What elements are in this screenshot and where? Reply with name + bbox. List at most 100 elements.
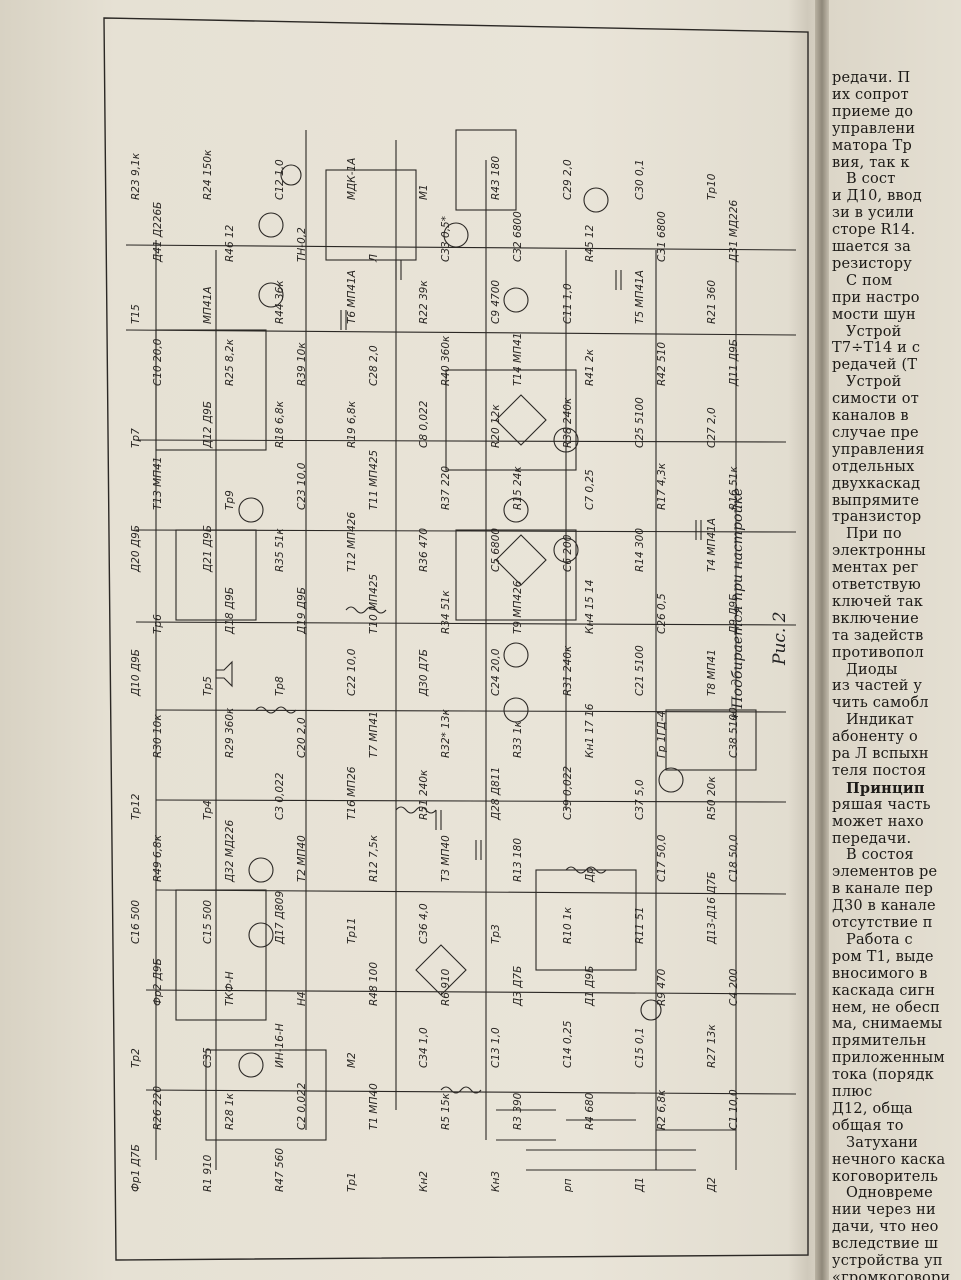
component-label: C31 6800 (656, 211, 668, 262)
body-text-line: Устрой (846, 374, 902, 391)
component-label: R35 51к (274, 528, 286, 572)
component-label: T9 МП426 (512, 580, 524, 634)
body-text-line: нечного каска (832, 1151, 946, 1168)
body-text-line: ма, снимаемы (832, 1016, 943, 1033)
component-label: Тр8 (274, 676, 286, 696)
component-label: Тр9 (224, 490, 236, 510)
component-label: R27 13к (706, 1024, 718, 1068)
component-label: R20 12к (490, 404, 502, 448)
component-label: R26 220 (152, 1085, 164, 1130)
body-text-line: передачи. (832, 830, 912, 847)
body-text-line: ответствую (832, 577, 921, 593)
body-text-line: случае пре (832, 424, 919, 441)
component-label: C2 0,022 (296, 1082, 308, 1130)
component-label: C7 0,25 (584, 469, 596, 510)
component-label: C39 0,022 (562, 765, 574, 820)
component-label: C22 10,0 (346, 648, 358, 696)
body-text-line: Т7÷Т14 и с (832, 340, 921, 357)
component-label: Др (584, 867, 596, 882)
component-label: C20 2,0 (296, 717, 308, 758)
body-text-line: резистору (832, 255, 912, 272)
body-text-line: нии через ни (832, 1202, 936, 1219)
component-label: C18 50,0 (728, 834, 740, 882)
component-label: R14 300 (634, 527, 646, 572)
component-label: C33 0,5* (440, 216, 452, 262)
component-label: R34 51к (440, 590, 452, 634)
component-label: Н4 (296, 991, 308, 1006)
body-text-line: шается за (832, 239, 911, 255)
component-label: Д3 Д7Б (512, 965, 524, 1006)
component-label: Д18 Д9Б (224, 587, 236, 634)
body-text-line: редачи. П (832, 70, 911, 86)
component-label: R36 470 (418, 527, 430, 572)
component-label: C21 5100 (634, 645, 646, 696)
body-text-line: включение (832, 610, 919, 627)
component-label: Тр12 (130, 793, 142, 820)
component-label: R3 390 (512, 1092, 524, 1130)
component-label: Д2 (706, 1177, 718, 1192)
figure-caption: Рис. 2 (770, 611, 790, 665)
component-label: Тр11 (346, 917, 358, 944)
component-label: C27 2,0 (706, 407, 718, 448)
body-text-line: ментах рег (832, 560, 919, 577)
component-label: T13 МП41 (152, 456, 164, 510)
component-label: Д12 Д9Б (202, 401, 214, 448)
book-gutter (815, 0, 829, 1280)
body-text-line: отдельных (832, 458, 915, 475)
body-text-line: из частей у (832, 678, 923, 695)
body-text-line: двухкаскад (832, 475, 921, 492)
component-label: C6 200 (562, 534, 574, 572)
component-label: Кн1 17 16 (584, 703, 596, 758)
component-label: T6 МП41А (346, 270, 358, 324)
component-label: C15 0,1 (634, 1027, 646, 1068)
component-label: R21 360 (706, 279, 718, 324)
body-text-line: ра Л вспыхн (832, 746, 929, 762)
component-label: R41 2к (584, 348, 596, 386)
schematic-wiring (103, 17, 809, 1261)
body-text-line: может нахо (832, 813, 924, 830)
component-label: C9 4700 (490, 279, 502, 324)
component-label: T3 МП40 (440, 835, 452, 882)
body-text-line: вследствие ш (832, 1236, 939, 1253)
component-label: Тр6 (152, 614, 164, 634)
component-label: R10 1к (562, 906, 574, 944)
component-label: T7 МП41 (368, 711, 380, 758)
component-label: R48 100 (368, 961, 380, 1006)
circuit-schematic (96, 10, 816, 1265)
component-label: рп (562, 1178, 574, 1192)
body-text-line: элементов ре (832, 864, 938, 881)
component-label: C8 0,022 (418, 400, 430, 448)
component-label: C11 1,0 (562, 283, 574, 324)
body-text-line: приложенным (832, 1050, 945, 1067)
component-label: C28 2,0 (368, 345, 380, 386)
body-text-line: Принцип (846, 779, 925, 797)
body-text-line: В состоя (846, 847, 914, 864)
component-label: Д21 Д9Б (202, 525, 214, 572)
component-label: Д19 Д9Б (296, 587, 308, 634)
component-label: R9 470 (656, 968, 668, 1006)
component-label: C3 0,022 (274, 772, 286, 820)
component-label: C25 5100 (634, 397, 646, 448)
component-label: R4 680 (584, 1092, 596, 1130)
body-text-line: прямительн (832, 1033, 927, 1050)
component-label: R25 8,2к (224, 338, 236, 386)
component-label: Гр 1ГД-4 (656, 710, 668, 758)
component-label: Тр3 (490, 924, 502, 944)
component-label: R17 4,3к (656, 462, 668, 510)
component-label: Д31 МД226 (728, 199, 740, 262)
component-label: C34 1,0 (418, 1027, 430, 1068)
body-text-line: ряшая часть (832, 796, 931, 813)
component-label: Тр5 (202, 676, 214, 696)
component-label: C14 0,25 (562, 1020, 574, 1068)
body-text-line: Работа с (846, 931, 913, 948)
component-label: R46 12 (224, 224, 236, 262)
component-label: C10 20,0 (152, 338, 164, 386)
component-label: R24 150к (202, 149, 214, 200)
component-label: R18 6,8к (274, 400, 286, 448)
body-text-line: «громкоговори (832, 1269, 951, 1280)
body-text-line: Д30 в канале (832, 898, 936, 915)
component-label: ТН-0,2 (296, 227, 308, 262)
component-label: R11 51 (634, 906, 646, 944)
component-label: R5 15к (440, 1092, 452, 1130)
